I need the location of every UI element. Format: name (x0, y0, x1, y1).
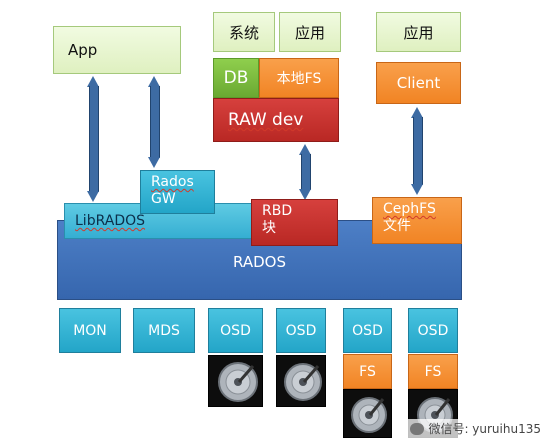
application-box-2: 应用 (376, 12, 461, 52)
mon-box: MON (59, 308, 121, 353)
wechat-icon (410, 422, 425, 435)
fs-box-2: FS (408, 354, 458, 389)
local-fs-box: 本地FS (259, 58, 339, 98)
cephfs-label-line1: CephFS (383, 201, 436, 217)
librados-label: LibRADOS (75, 213, 145, 229)
osd-box-1: OSD (208, 308, 263, 353)
application-label-1: 应用 (294, 23, 325, 42)
local-fs-label: 本地FS (276, 71, 322, 87)
fs-label-1: FS (359, 363, 376, 380)
mds-label: MDS (148, 322, 180, 339)
mds-box: MDS (133, 308, 195, 353)
rbd-label-line1: RBD (262, 203, 293, 219)
osd-box-3: OSD (343, 308, 392, 353)
application-box-1: 应用 (279, 12, 341, 52)
osd-label-4: OSD (417, 322, 449, 339)
osd-box-2: OSD (276, 308, 326, 353)
radosgw-box: Rados GW (140, 170, 215, 214)
watermark-text: 微信号: yuruihu135 (428, 422, 541, 436)
osd-label-2: OSD (285, 322, 317, 339)
osd-box-4: OSD (408, 308, 458, 353)
watermark: 微信号: yuruihu135 (407, 419, 544, 438)
client-label: Client (396, 74, 441, 92)
raw-dev-label: RAW dev (228, 110, 304, 130)
application-label-2: 应用 (403, 23, 434, 42)
arrow-client-cephfs (411, 107, 423, 195)
rados-label: RADOS (233, 253, 286, 271)
fs-box-1: FS (343, 354, 392, 389)
radosgw-label-line1: Rados (151, 174, 194, 190)
cephfs-box: CephFS 文件 (372, 197, 462, 244)
mon-label: MON (73, 322, 107, 339)
arrow-app-radosgw (148, 76, 160, 168)
app-box: App (53, 26, 181, 74)
arrow-app-librados (87, 76, 99, 202)
radosgw-label-line2: GW (151, 191, 176, 207)
hard-disk-icon (276, 355, 326, 407)
arrow-rawdev-rbd (299, 144, 311, 200)
rbd-box: RBD 块 (251, 199, 338, 246)
hard-disk-icon (208, 355, 263, 407)
hard-disk-icon (343, 389, 392, 438)
osd-label-3: OSD (352, 322, 383, 339)
client-box: Client (376, 62, 461, 104)
osd-label-1: OSD (220, 322, 251, 339)
db-box: DB (213, 58, 259, 98)
fs-label-2: FS (424, 363, 442, 380)
raw-dev-box: RAW dev (213, 98, 339, 142)
rbd-label-line2: 块 (262, 220, 276, 236)
system-label: 系统 (228, 23, 259, 42)
db-label: DB (223, 68, 249, 88)
cephfs-label-line2: 文件 (383, 218, 411, 234)
app-label: App (68, 41, 98, 59)
system-box: 系统 (213, 12, 275, 52)
